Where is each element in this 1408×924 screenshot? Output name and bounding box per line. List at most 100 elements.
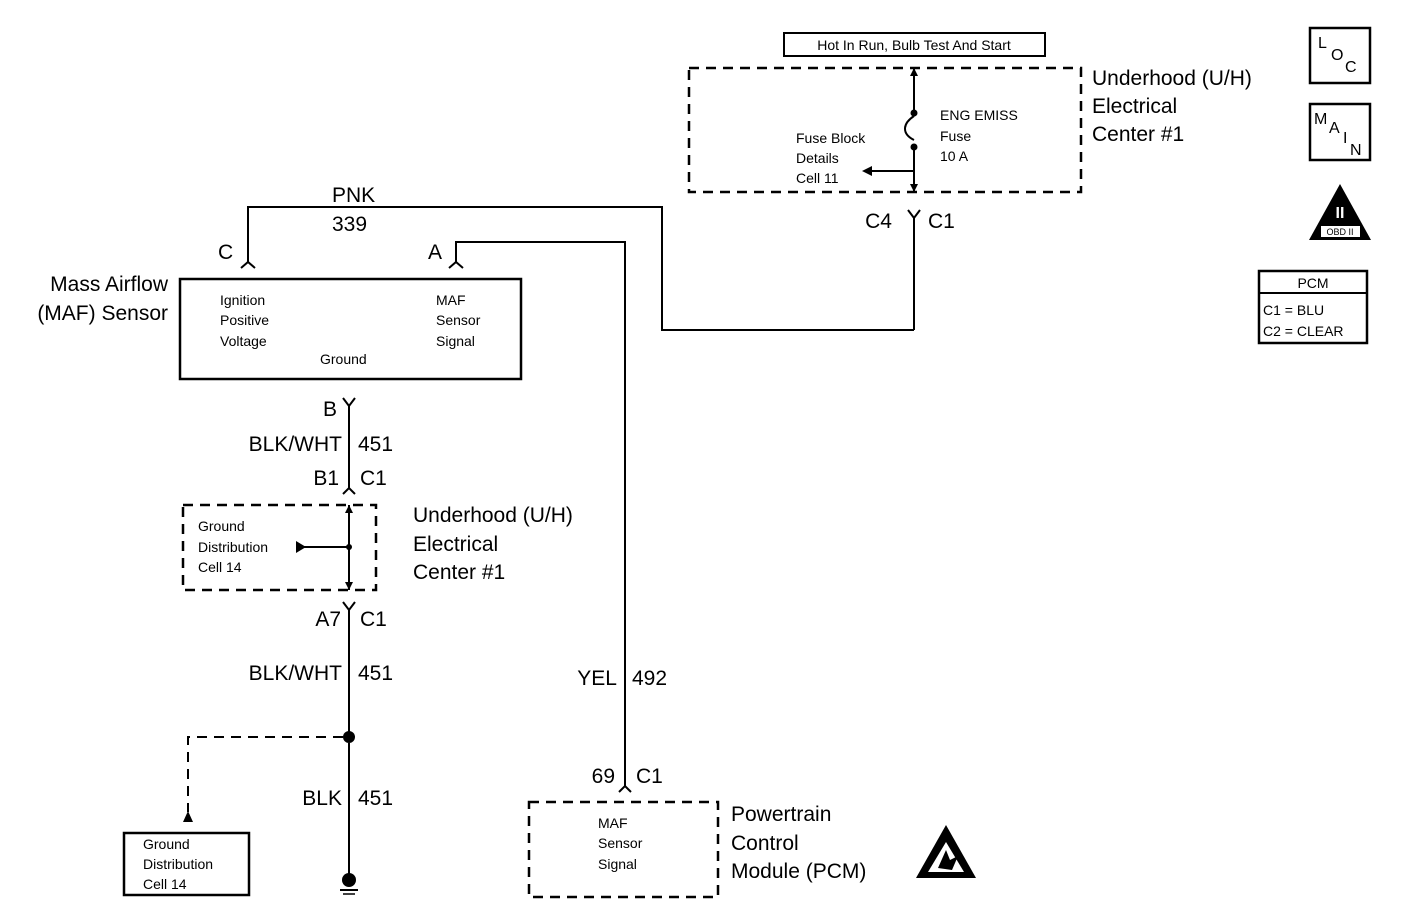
connector-a7-c1: A7 C1 <box>315 601 387 631</box>
maf-ground-label: Ground <box>320 351 367 367</box>
svg-text:Powertrain: Powertrain <box>731 803 831 826</box>
ground-distribution-arrow-icon <box>296 541 306 553</box>
svg-text:Underhood (U/H): Underhood (U/H) <box>413 504 573 527</box>
svg-text:C2 = CLEAR: C2 = CLEAR <box>1263 323 1344 339</box>
ground-symbol-icon <box>340 873 358 895</box>
maf-ignition-label: Ignition Positive Voltage <box>220 292 269 349</box>
pcm-box <box>527 800 720 899</box>
svg-text:69: 69 <box>592 765 615 788</box>
maf-sensor-box <box>178 277 523 381</box>
svg-text:M: M <box>1314 111 1327 128</box>
svg-text:C: C <box>1345 59 1357 76</box>
hot-in-run-text: Hot In Run, Bulb Test And Start <box>817 37 1011 53</box>
pcm-name: Powertrain Control Module (PCM) <box>731 803 866 883</box>
svg-text:Sensor: Sensor <box>436 312 481 328</box>
svg-text:C1 = BLU: C1 = BLU <box>1263 302 1324 318</box>
svg-text:Cell 11: Cell 11 <box>796 170 839 186</box>
wire-blk-wht-451-upper: BLK/WHT 451 <box>249 406 393 488</box>
svg-text:C1: C1 <box>360 467 387 490</box>
svg-text:Fuse Block: Fuse Block <box>796 130 866 146</box>
connector-b1-c1: B1 C1 <box>313 467 387 495</box>
svg-text:Positive: Positive <box>220 312 269 328</box>
svg-text:I: I <box>1343 130 1347 147</box>
svg-text:Ground: Ground <box>143 836 190 852</box>
svg-text:Distribution: Distribution <box>198 539 268 555</box>
svg-text:Details: Details <box>796 150 839 166</box>
svg-text:Sensor: Sensor <box>598 835 643 851</box>
svg-text:Mass Airflow: Mass Airflow <box>50 273 169 296</box>
svg-text:MAF: MAF <box>598 815 628 831</box>
svg-text:MAF: MAF <box>436 292 466 308</box>
svg-text:Module (PCM): Module (PCM) <box>731 860 866 883</box>
wire-pnk-339: PNK 339 <box>247 184 914 331</box>
svg-text:C1: C1 <box>928 210 955 233</box>
svg-text:Electrical: Electrical <box>413 533 498 556</box>
svg-text:Center #1: Center #1 <box>413 561 505 584</box>
svg-text:451: 451 <box>358 662 393 685</box>
connector-69-c1: 69 C1 <box>592 765 663 793</box>
hot-in-run-label: Hot In Run, Bulb Test And Start <box>783 32 1046 57</box>
svg-text:B: B <box>323 398 337 421</box>
maf-pin-b: B <box>323 397 356 421</box>
obd-ii-icon: II OBD II <box>1309 184 1371 240</box>
pcm-maf-signal-label: MAF Sensor Signal <box>598 815 643 872</box>
svg-text:Control: Control <box>731 832 799 855</box>
svg-text:Signal: Signal <box>598 856 637 872</box>
uh-electrical-center-mid-box <box>181 503 378 592</box>
wire-blk-wht-451-mid: BLK/WHT 451 <box>249 610 393 737</box>
svg-text:Signal: Signal <box>436 333 475 349</box>
fuse-label: ENG EMISS Fuse 10 A <box>940 107 1018 164</box>
maf-sensor-name: Mass Airflow (MAF) Sensor <box>37 273 169 325</box>
wire-blk-451-low: BLK 451 <box>302 743 393 876</box>
svg-text:Ignition: Ignition <box>220 292 265 308</box>
svg-text:BLK/WHT: BLK/WHT <box>249 662 343 685</box>
splice-point <box>183 731 355 822</box>
svg-text:Cell 14: Cell 14 <box>198 559 242 575</box>
svg-text:Ground: Ground <box>198 518 245 534</box>
fuse-block-arrow-icon <box>862 166 872 176</box>
connector-c4-c1: C4 C1 <box>865 209 955 330</box>
ground-distribution-ref-low: Ground Distribution Cell 14 <box>122 831 251 897</box>
svg-text:Voltage: Voltage <box>220 333 267 349</box>
svg-text:Electrical: Electrical <box>1092 95 1177 118</box>
svg-text:PCM: PCM <box>1297 275 1328 291</box>
svg-text:Underhood (U/H): Underhood (U/H) <box>1092 67 1252 90</box>
svg-text:339: 339 <box>332 213 367 236</box>
svg-text:Fuse: Fuse <box>940 128 971 144</box>
loc-icon: L O C <box>1308 26 1372 85</box>
ground-splice-mid <box>296 505 353 590</box>
svg-text:Cell 14: Cell 14 <box>143 876 187 892</box>
svg-text:L: L <box>1318 35 1327 52</box>
svg-text:C1: C1 <box>636 765 663 788</box>
main-icon: M A I N <box>1308 102 1372 162</box>
svg-text:A7: A7 <box>315 608 341 631</box>
svg-text:451: 451 <box>358 433 393 456</box>
svg-text:C1: C1 <box>360 608 387 631</box>
svg-text:PNK: PNK <box>332 184 375 207</box>
svg-text:B1: B1 <box>313 467 339 490</box>
svg-text:492: 492 <box>632 667 667 690</box>
esd-sensitive-icon <box>916 825 976 878</box>
svg-text:C4: C4 <box>865 210 892 233</box>
svg-text:451: 451 <box>358 787 393 810</box>
pcm-connector-legend: PCM C1 = BLU C2 = CLEAR <box>1257 269 1369 345</box>
svg-text:II: II <box>1336 205 1345 222</box>
svg-text:A: A <box>1329 120 1340 137</box>
svg-text:YEL: YEL <box>577 667 617 690</box>
fuse-block-details-ref: Fuse Block Details Cell 11 <box>796 130 866 186</box>
svg-text:BLK/WHT: BLK/WHT <box>249 433 343 456</box>
svg-text:(MAF) Sensor: (MAF) Sensor <box>37 302 168 325</box>
svg-text:A: A <box>428 241 442 264</box>
wire-yel-492: YEL 492 <box>577 667 667 690</box>
uh-electrical-center-top-name: Underhood (U/H) Electrical Center #1 <box>1092 67 1252 146</box>
svg-text:N: N <box>1350 142 1362 159</box>
svg-text:Distribution: Distribution <box>143 856 213 872</box>
uh-electrical-center-mid-name: Underhood (U/H) Electrical Center #1 <box>413 504 573 584</box>
svg-text:BLK: BLK <box>302 787 342 810</box>
maf-pin-c: C <box>218 241 256 269</box>
eng-emiss-fuse <box>862 68 918 192</box>
svg-text:ENG EMISS: ENG EMISS <box>940 107 1018 123</box>
maf-pin-a: A <box>428 241 626 770</box>
ground-distribution-low-arrow-icon <box>183 811 193 822</box>
